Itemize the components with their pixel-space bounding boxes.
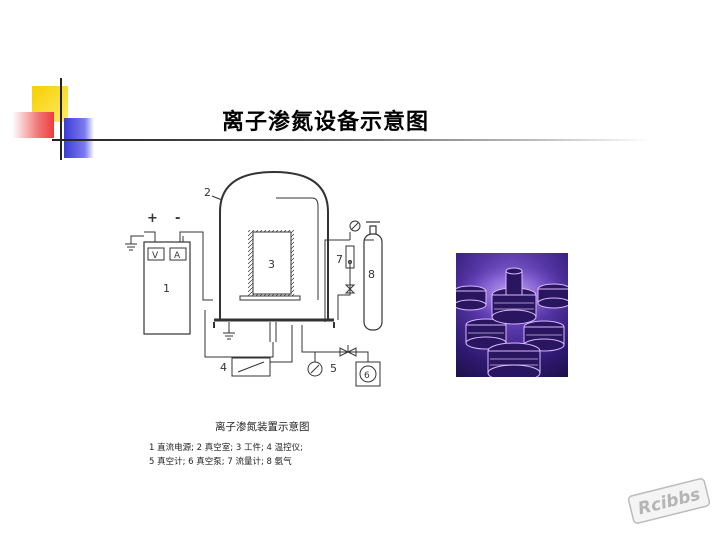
diagram-caption: 离子渗氮装置示意图 [215, 421, 310, 433]
ion-nitriding-gears-photo [456, 253, 568, 377]
legend-line-2: 5 真空计; 6 真空泵; 7 流量计; 8 氨气 [149, 457, 292, 467]
label-8: 8 [368, 268, 375, 281]
deco-red-square [12, 112, 54, 138]
label-2: 2 [204, 186, 211, 199]
minus-label: - [175, 211, 180, 226]
label-1: 1 [163, 282, 170, 295]
wiring [144, 231, 374, 363]
inner-shield [276, 197, 319, 300]
label-3: 3 [268, 258, 275, 271]
vacuum-gauge [307, 361, 323, 377]
workpiece: 3 [239, 230, 301, 301]
voltmeter-label: V [152, 251, 159, 261]
page-title: 离子渗氮设备示意图 [222, 110, 430, 135]
label-5: 5 [330, 362, 337, 375]
vacuum-chamber [213, 170, 335, 328]
ammonia-cylinder [363, 221, 383, 331]
ground-symbol-left [125, 235, 144, 251]
label-7: 7 [336, 253, 343, 266]
dc-power-supply: V A 1 [143, 241, 191, 335]
deco-vertical-line [60, 78, 62, 160]
label-6: 6 [364, 371, 370, 381]
title-underline [52, 139, 652, 141]
ground-symbol-chamber [223, 322, 235, 340]
pump-valve [339, 345, 357, 357]
temperature-controller [231, 357, 271, 377]
watermark-stamp: Rcibbs [624, 475, 714, 527]
ammeter-label: A [174, 251, 181, 261]
legend-line-1: 1 直流电源; 2 真空室; 3 工件; 4 温控仪; [149, 443, 304, 453]
label-4: 4 [220, 361, 227, 374]
deco-blue-square [64, 118, 94, 158]
label-2-leader [211, 195, 223, 201]
vacuum-pump [355, 361, 381, 387]
plus-label: + [147, 211, 158, 226]
line-gauge [349, 220, 361, 232]
flow-meter [344, 245, 356, 294]
